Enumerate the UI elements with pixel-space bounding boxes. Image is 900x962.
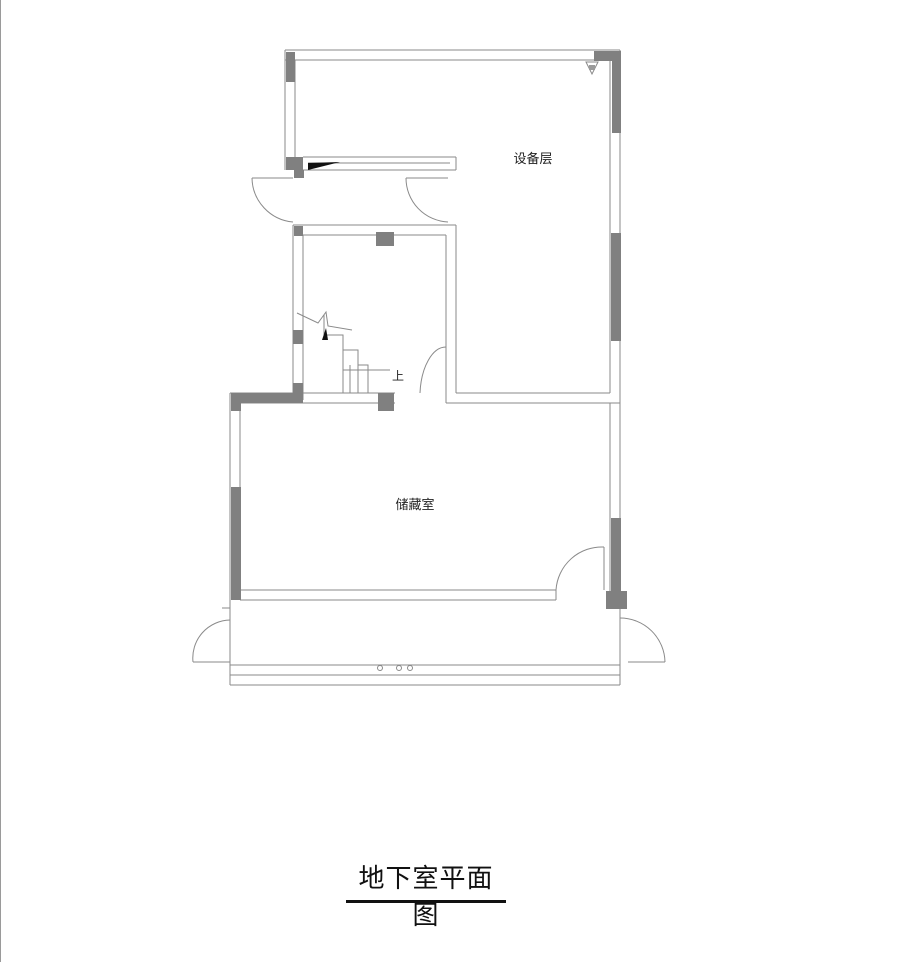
drawing-title: 地下室平面图 [358,864,494,931]
stair-direction-label: 上 [392,369,404,383]
terrace-outline [193,600,665,686]
door-swings [192,177,666,663]
room-label-storage: 储藏室 [395,497,434,513]
terrace-drains [377,665,413,671]
equipment-room-walls [284,49,621,600]
page-border-line [0,0,1,962]
room-label-equipment: 设备层 [513,151,552,167]
staircase [296,310,390,393]
structural-columns [231,51,627,609]
title-underline [346,900,506,903]
corner-fixture [585,61,599,76]
stair-hall-walls [292,224,457,404]
marker-triangles [308,162,340,340]
